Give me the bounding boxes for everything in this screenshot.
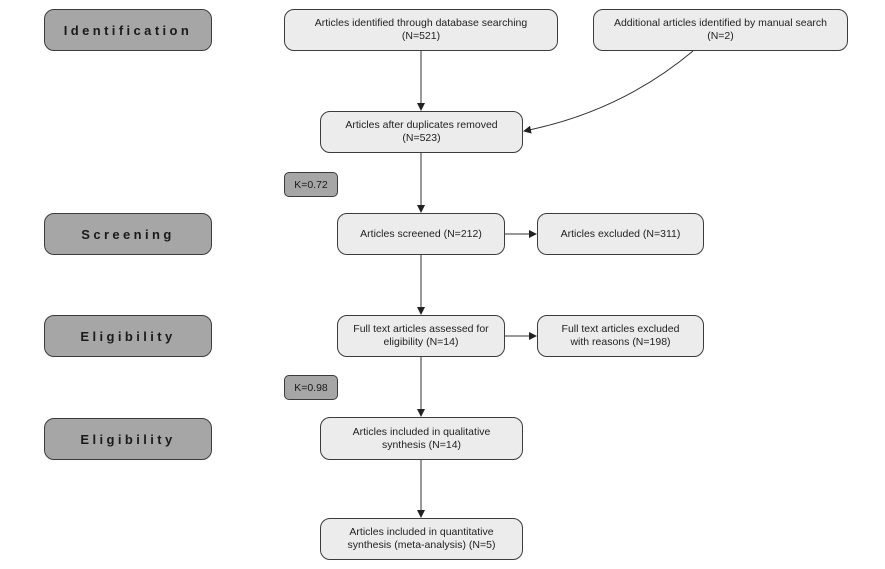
stage-eligibility-included: Eligibility [44, 418, 212, 460]
box-text-line: Full text articles excluded [561, 323, 680, 335]
box-text-line: Articles screened (N=212) [360, 227, 482, 240]
box-text-line: Additional articles identified by manual… [613, 17, 828, 29]
box-text-line: with reasons (N=198) [570, 336, 671, 348]
box-articles-excluded: Articles excluded (N=311) [537, 213, 704, 255]
box-text-line: (N=2) [707, 30, 734, 42]
box-text-line: Articles excluded (N=311) [560, 227, 681, 240]
box-duplicates-removed: Articles after duplicates removed (N=523… [320, 111, 523, 153]
box-database-search: Articles identified through database sea… [284, 9, 558, 51]
box-text-line: synthesis (meta-analysis) (N=5) [347, 539, 496, 551]
box-text-line: synthesis (N=14) [381, 438, 462, 451]
arrow-manual-to-duplicates [523, 50, 694, 134]
stage-eligibility: Eligibility [44, 315, 212, 357]
box-text-line: Articles included in qualitative [352, 425, 491, 438]
box-full-text-assessed: Full text articles assessed for eligibil… [337, 315, 505, 357]
box-quantitative-synthesis: Articles included in quantitative synthe… [320, 518, 523, 560]
box-text-line: Articles included in quantitative [349, 526, 494, 538]
box-text-line: (N=523) [402, 132, 441, 144]
kappa-badge-screening: K=0.72 [284, 172, 338, 197]
box-full-text-excluded: Full text articles excluded with reasons… [537, 315, 704, 357]
stage-screening: Screening [44, 213, 212, 255]
box-text-line: Full text articles assessed for [353, 323, 489, 335]
box-text-line: eligibility (N=14) [383, 336, 459, 348]
box-manual-search: Additional articles identified by manual… [593, 9, 848, 51]
box-text-line: Articles after duplicates removed [345, 119, 498, 131]
box-text-line: Articles identified through database sea… [314, 17, 528, 29]
box-articles-screened: Articles screened (N=212) [337, 213, 505, 255]
box-qualitative-synthesis: Articles included in qualitative synthes… [320, 417, 523, 460]
kappa-badge-eligibility: K=0.98 [284, 375, 338, 400]
stage-identification: Identification [44, 9, 212, 51]
box-text-line: (N=521) [401, 30, 441, 42]
